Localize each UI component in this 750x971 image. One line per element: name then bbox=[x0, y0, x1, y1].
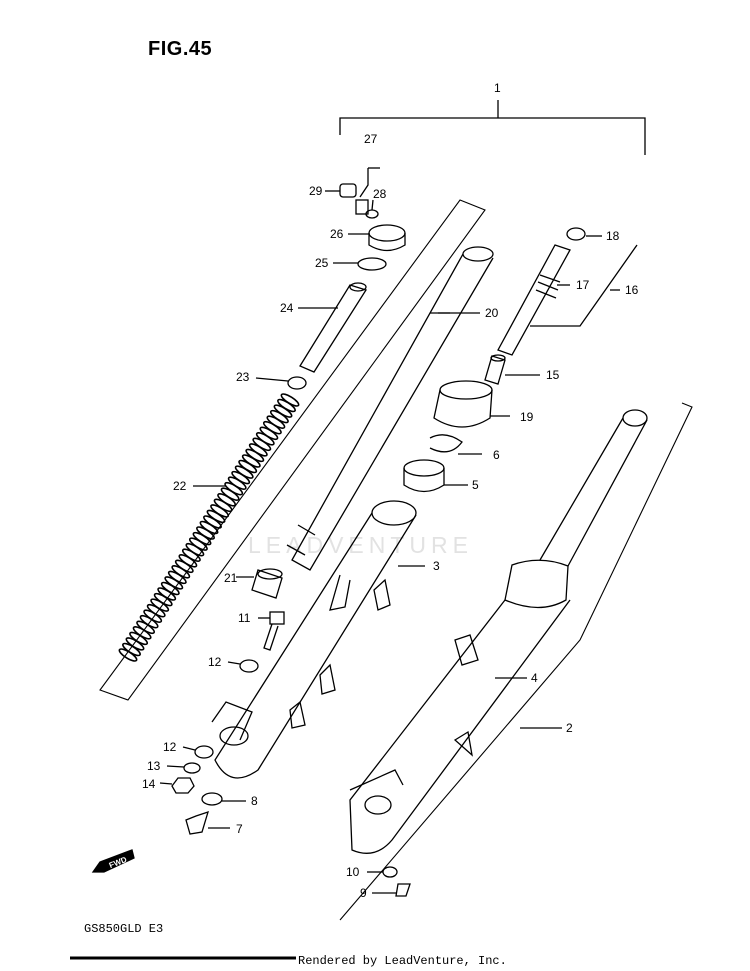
part-20-inner-tube bbox=[286, 246, 494, 571]
figure-title: FIG.45 bbox=[148, 38, 213, 60]
callout-24: 24 bbox=[280, 301, 294, 315]
callout-7: 7 bbox=[236, 822, 243, 836]
part-19-dust-seal bbox=[433, 380, 510, 428]
part-11-bolt bbox=[258, 611, 285, 651]
callout-18: 18 bbox=[606, 229, 620, 243]
part-7-bolt bbox=[185, 810, 230, 835]
callout-4: 4 bbox=[531, 671, 538, 685]
callout-8: 8 bbox=[251, 794, 258, 808]
assembly-bracket-1 bbox=[339, 117, 646, 155]
callout-23: 23 bbox=[236, 370, 250, 384]
part-12-washer-lower bbox=[182, 745, 214, 759]
callout-2: 2 bbox=[566, 721, 573, 735]
part-26-cap bbox=[348, 224, 406, 252]
callout-25: 25 bbox=[315, 256, 329, 270]
callout-10: 10 bbox=[346, 865, 360, 879]
callout-15: 15 bbox=[546, 368, 560, 382]
callout-16: 16 bbox=[625, 283, 639, 297]
callout-17: 17 bbox=[576, 278, 590, 292]
leader-27 bbox=[359, 168, 369, 198]
part-24-spacer bbox=[298, 282, 368, 373]
outer-tube-outline bbox=[339, 402, 693, 921]
part-4-outer-tube bbox=[349, 409, 648, 854]
callout-6: 6 bbox=[493, 448, 500, 462]
callout-11: 11 bbox=[238, 611, 251, 625]
callout-28: 28 bbox=[373, 187, 387, 201]
part-29-bolt bbox=[325, 183, 357, 198]
part-27-valve bbox=[355, 199, 369, 215]
leader-28 bbox=[371, 199, 374, 211]
callout-27: 27 bbox=[364, 132, 378, 146]
part-21-bushing bbox=[236, 568, 283, 599]
callout-9: 9 bbox=[360, 886, 367, 900]
part-22-spring bbox=[118, 393, 300, 662]
callout-13: 13 bbox=[147, 759, 161, 773]
callout-26: 26 bbox=[330, 227, 344, 241]
part-3-damper bbox=[211, 500, 425, 779]
part-5-oil-seal bbox=[403, 459, 468, 493]
part-16-rod-assy bbox=[497, 244, 638, 356]
callout-22: 22 bbox=[173, 479, 187, 493]
part-9-screw bbox=[372, 883, 411, 897]
footer-credit: Rendered by LeadVenture, Inc. bbox=[298, 954, 507, 968]
inner-assembly-outline bbox=[99, 199, 486, 701]
model-code: GS850GLD E3 bbox=[84, 922, 164, 936]
callout-29: 29 bbox=[309, 184, 323, 198]
callout-3: 3 bbox=[433, 559, 440, 573]
callout-14: 14 bbox=[142, 777, 156, 791]
part-25-oring bbox=[333, 257, 387, 271]
part-14-nut bbox=[159, 777, 195, 794]
part-12-washer-upper bbox=[227, 659, 259, 673]
part-23-washer bbox=[255, 376, 307, 390]
callout-19: 19 bbox=[520, 410, 534, 424]
spring-coil bbox=[118, 648, 138, 662]
part-13-washer bbox=[166, 762, 201, 774]
fwd-arrow-icon bbox=[91, 849, 135, 873]
part-18-ring bbox=[566, 227, 602, 241]
callout-1: 1 bbox=[494, 81, 501, 95]
callout-21: 21 bbox=[224, 571, 238, 585]
part-6-clip bbox=[429, 434, 482, 455]
callout-20: 20 bbox=[485, 306, 499, 320]
callout-5: 5 bbox=[472, 478, 479, 492]
callout-12-upper: 12 bbox=[208, 655, 222, 669]
part-10-washer bbox=[367, 866, 398, 878]
watermark: LEADVENTURE bbox=[248, 532, 473, 558]
callout-12-lower: 12 bbox=[163, 740, 177, 754]
part-8-washer bbox=[201, 792, 246, 806]
part-15-collar bbox=[484, 354, 540, 385]
